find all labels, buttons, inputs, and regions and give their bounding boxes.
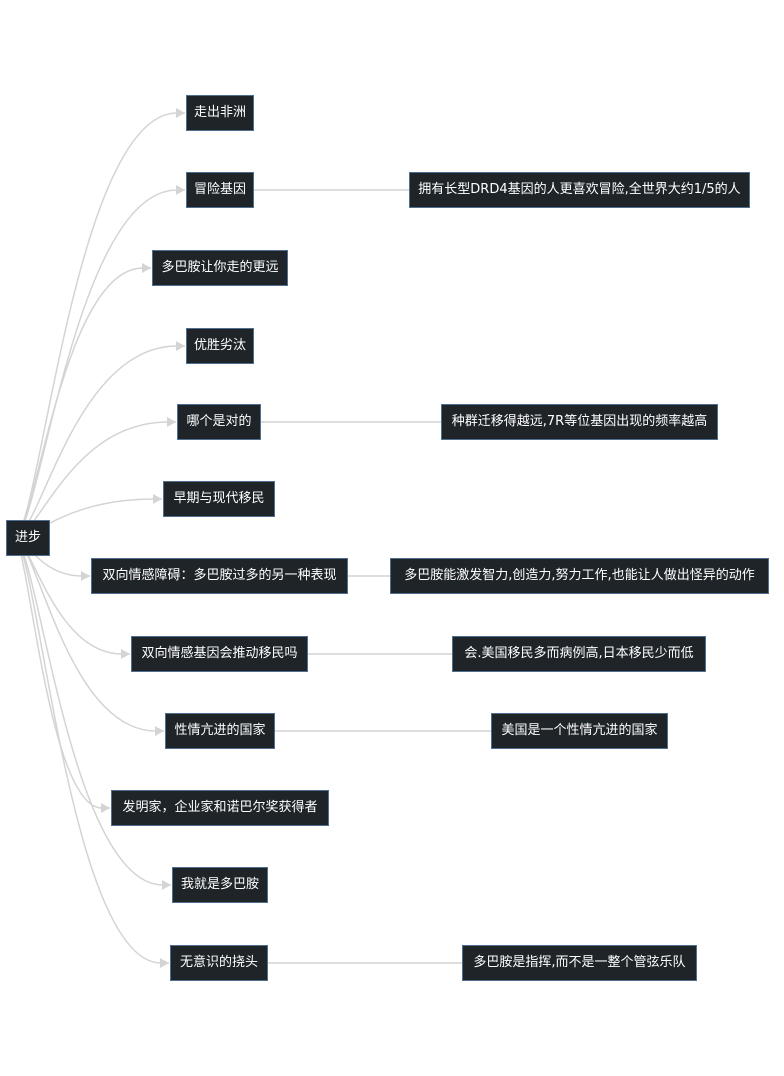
branch-node[interactable]: 无意识的挠头 (170, 945, 268, 981)
branch-node[interactable]: 早期与现代移民 (163, 481, 275, 517)
branch-arrowhead (176, 108, 185, 118)
branch-connector (13, 537, 171, 886)
branch-arrowhead (160, 958, 169, 968)
branch-arrowhead (176, 185, 185, 195)
branch-arrowhead (176, 341, 185, 351)
branch-node[interactable]: 优胜劣汰 (186, 328, 254, 364)
branch-node[interactable]: 双向情感障碍：多巴胺过多的另一种表现 (91, 558, 348, 594)
branch-connector (13, 345, 185, 539)
branch-node[interactable]: 发明家，企业家和诺巴尔奖获得者 (111, 790, 329, 826)
branch-node[interactable]: 双向情感基因会推动移民吗 (131, 636, 308, 672)
branch-arrowhead (81, 571, 90, 581)
branch-node[interactable]: 多巴胺让你走的更远 (152, 250, 288, 286)
branch-node[interactable]: 性情亢进的国家 (165, 713, 275, 749)
branch-connector (13, 189, 185, 539)
branch-arrowhead (155, 726, 164, 736)
branch-node[interactable]: 我就是多巴胺 (172, 867, 268, 903)
detail-node[interactable]: 美国是一个性情亢进的国家 (491, 713, 668, 749)
connector-layer (13, 112, 491, 964)
branch-node[interactable]: 冒险基因 (186, 172, 254, 208)
detail-node[interactable]: 多巴胺是指挥,而不是一整个管弦乐队 (462, 945, 697, 981)
branch-connector (13, 112, 185, 539)
branch-node[interactable]: 走出非洲 (186, 95, 254, 131)
detail-node[interactable]: 拥有长型DRD4基因的人更喜欢冒险,全世界大约1/5的人 (409, 172, 750, 208)
branch-node[interactable]: 哪个是对的 (177, 404, 261, 440)
branch-arrowhead (121, 649, 130, 659)
branch-arrowhead (101, 803, 110, 813)
detail-node[interactable]: 种群迁移得越远,7R等位基因出现的频率越高 (441, 404, 718, 440)
branch-arrowhead (162, 880, 171, 890)
arrowhead-layer (81, 108, 185, 968)
branch-arrowhead (167, 417, 176, 427)
branch-connector (13, 267, 151, 539)
branch-connector (13, 537, 169, 964)
detail-node[interactable]: 会.美国移民多而病例高,日本移民少而低 (452, 636, 706, 672)
branch-arrowhead (153, 494, 162, 504)
root-node[interactable]: 进步 (6, 520, 50, 556)
branch-arrowhead (142, 263, 151, 273)
detail-node[interactable]: 多巴胺能激发智力,创造力,努力工作,也能让人做出怪异的动作 (390, 558, 769, 594)
